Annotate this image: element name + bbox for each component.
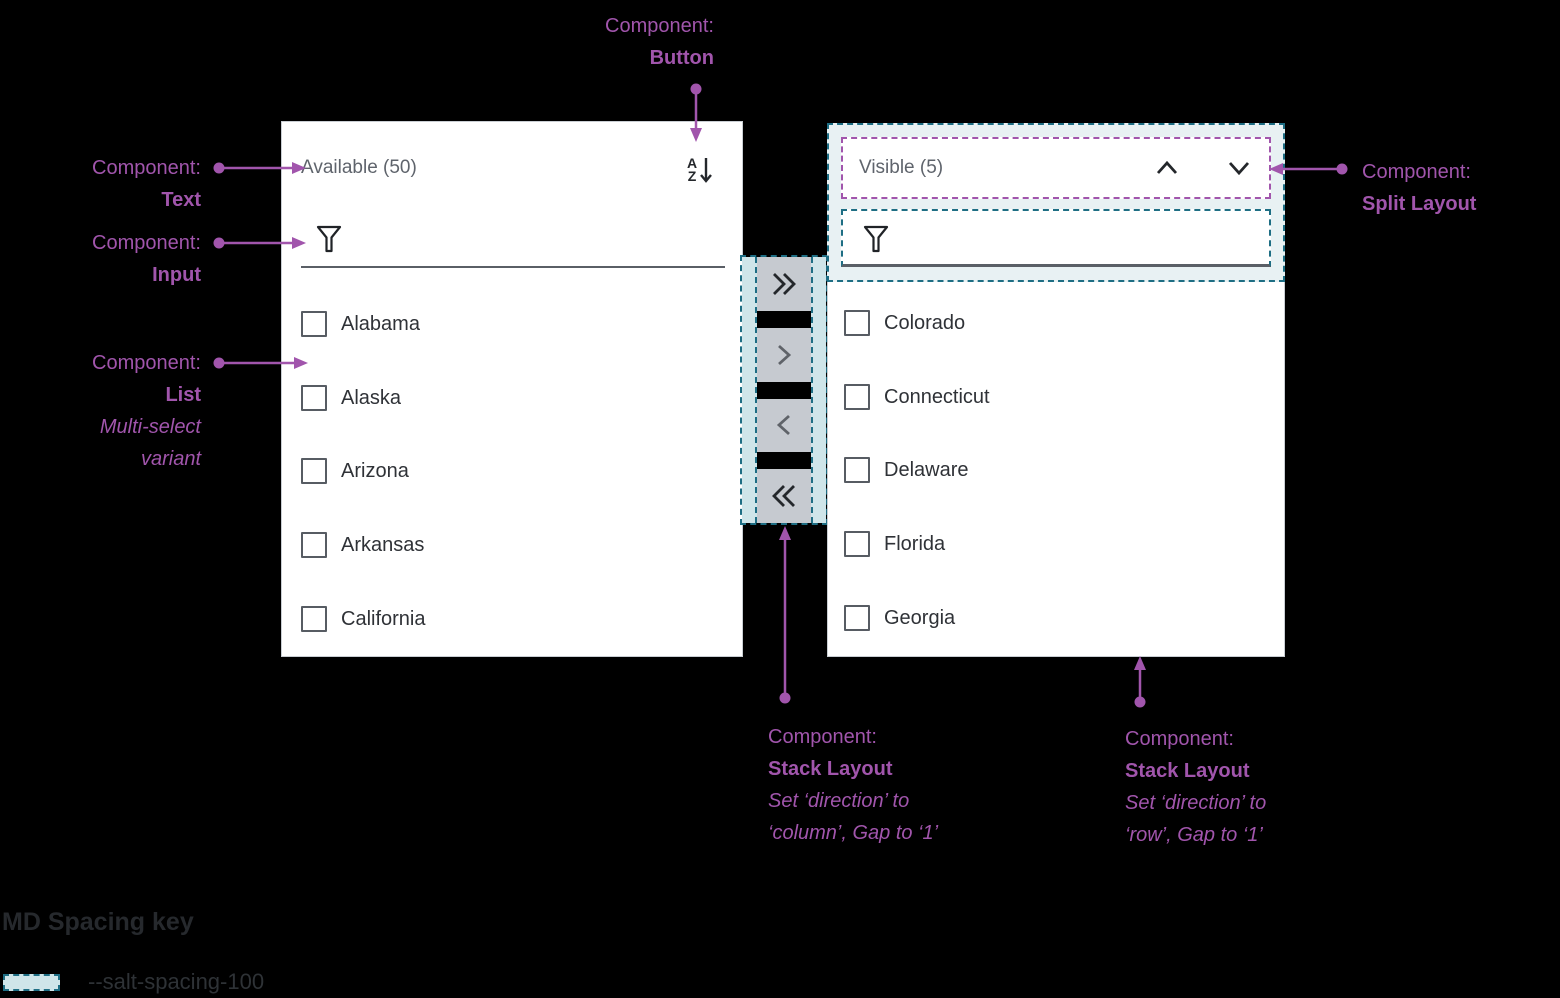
- move-all-left-button[interactable]: [757, 469, 811, 523]
- chevron-left-icon: [776, 415, 790, 436]
- checkbox[interactable]: [301, 385, 327, 411]
- checkbox[interactable]: [301, 606, 327, 632]
- checkbox[interactable]: [301, 311, 327, 337]
- list-item-label: Colorado: [884, 311, 966, 334]
- list-item-label: Delaware: [884, 458, 969, 481]
- split-layout-annotation-arrow: [1269, 163, 1348, 175]
- move-up-button[interactable]: [1145, 148, 1189, 188]
- list-item-label: Arizona: [341, 459, 409, 482]
- list-item[interactable]: Georgia: [844, 604, 955, 632]
- move-all-right-button[interactable]: [757, 257, 811, 311]
- filter-funnel-icon: [316, 225, 342, 253]
- checkbox[interactable]: [844, 605, 870, 631]
- list-item[interactable]: California: [301, 605, 425, 633]
- chevron-down-icon: [1228, 162, 1250, 176]
- input-annotation-arrow: [213, 237, 306, 249]
- move-left-button[interactable]: [757, 398, 811, 453]
- input-annotation: Component: Input: [92, 232, 201, 286]
- checkbox[interactable]: [844, 384, 870, 410]
- list-item[interactable]: Alabama: [301, 310, 420, 338]
- stack-row-annotation: Component: Stack Layout Set ‘direction’ …: [1125, 728, 1267, 846]
- list-item[interactable]: Alaska: [301, 384, 401, 412]
- spacing-key-title: MD Spacing key: [2, 908, 194, 936]
- list-item[interactable]: Connecticut: [844, 383, 990, 411]
- spacing-key-swatch: [3, 974, 60, 991]
- list-item-label: Connecticut: [884, 385, 990, 408]
- checkbox[interactable]: [844, 310, 870, 336]
- double-chevron-left-icon: [772, 485, 795, 508]
- stack-column-annotation-arrow: [779, 526, 791, 704]
- list-item-label: Georgia: [884, 606, 956, 629]
- available-filter-input[interactable]: [301, 218, 725, 268]
- text-annotation: Component: Text: [92, 157, 201, 211]
- visible-list-panel: Colorado Connecticut Delaware Florida Ge…: [827, 282, 1285, 657]
- stack-layout-spacing-highlight: [740, 255, 828, 525]
- list-item-label: Alabama: [341, 312, 420, 335]
- spacing-strip: [742, 257, 757, 523]
- available-panel-title: Available (50): [301, 157, 417, 178]
- stack-row-annotation-arrow: [1134, 656, 1146, 708]
- text-annotation-arrow: [213, 162, 306, 174]
- list-annotation: Component: List Multi-select variant: [92, 352, 201, 470]
- filter-funnel-icon: [863, 225, 889, 253]
- list-annotation-arrow: [213, 357, 308, 369]
- double-chevron-right-icon: [773, 272, 796, 295]
- list-item-label: California: [341, 607, 426, 630]
- checkbox[interactable]: [301, 532, 327, 558]
- split-layout-region: Visible (5): [841, 137, 1271, 199]
- list-item[interactable]: Arkansas: [301, 531, 424, 559]
- transfer-button-stack: [757, 257, 811, 523]
- list-item-label: Florida: [884, 532, 946, 555]
- spacing-key-token: --salt-spacing-100: [88, 969, 265, 994]
- checkbox[interactable]: [301, 458, 327, 484]
- move-right-button[interactable]: [757, 327, 811, 382]
- chevron-up-icon: [1156, 160, 1178, 174]
- spacing-strip: [811, 257, 826, 523]
- chevron-right-icon: [778, 344, 792, 365]
- list-item[interactable]: Arizona: [301, 457, 409, 485]
- visible-filter-input[interactable]: [841, 209, 1271, 267]
- list-item-label: Alaska: [341, 386, 402, 409]
- list-item[interactable]: Florida: [844, 530, 945, 558]
- checkbox[interactable]: [844, 457, 870, 483]
- split-layout-annotation: Component: Split Layout: [1362, 161, 1477, 215]
- right-panel-header-spacing-highlight: Visible (5): [827, 123, 1285, 282]
- list-item-label: Arkansas: [341, 533, 425, 556]
- visible-panel-title: Visible (5): [859, 157, 944, 178]
- button-annotation-arrow: [690, 83, 702, 142]
- checkbox[interactable]: [844, 531, 870, 557]
- button-annotation: Component: Button: [605, 15, 714, 69]
- stack-column-annotation: Component: Stack Layout Set ‘direction’ …: [768, 726, 939, 844]
- list-item[interactable]: Colorado: [844, 309, 965, 337]
- move-down-button[interactable]: [1217, 148, 1261, 188]
- list-item[interactable]: Delaware: [844, 456, 968, 484]
